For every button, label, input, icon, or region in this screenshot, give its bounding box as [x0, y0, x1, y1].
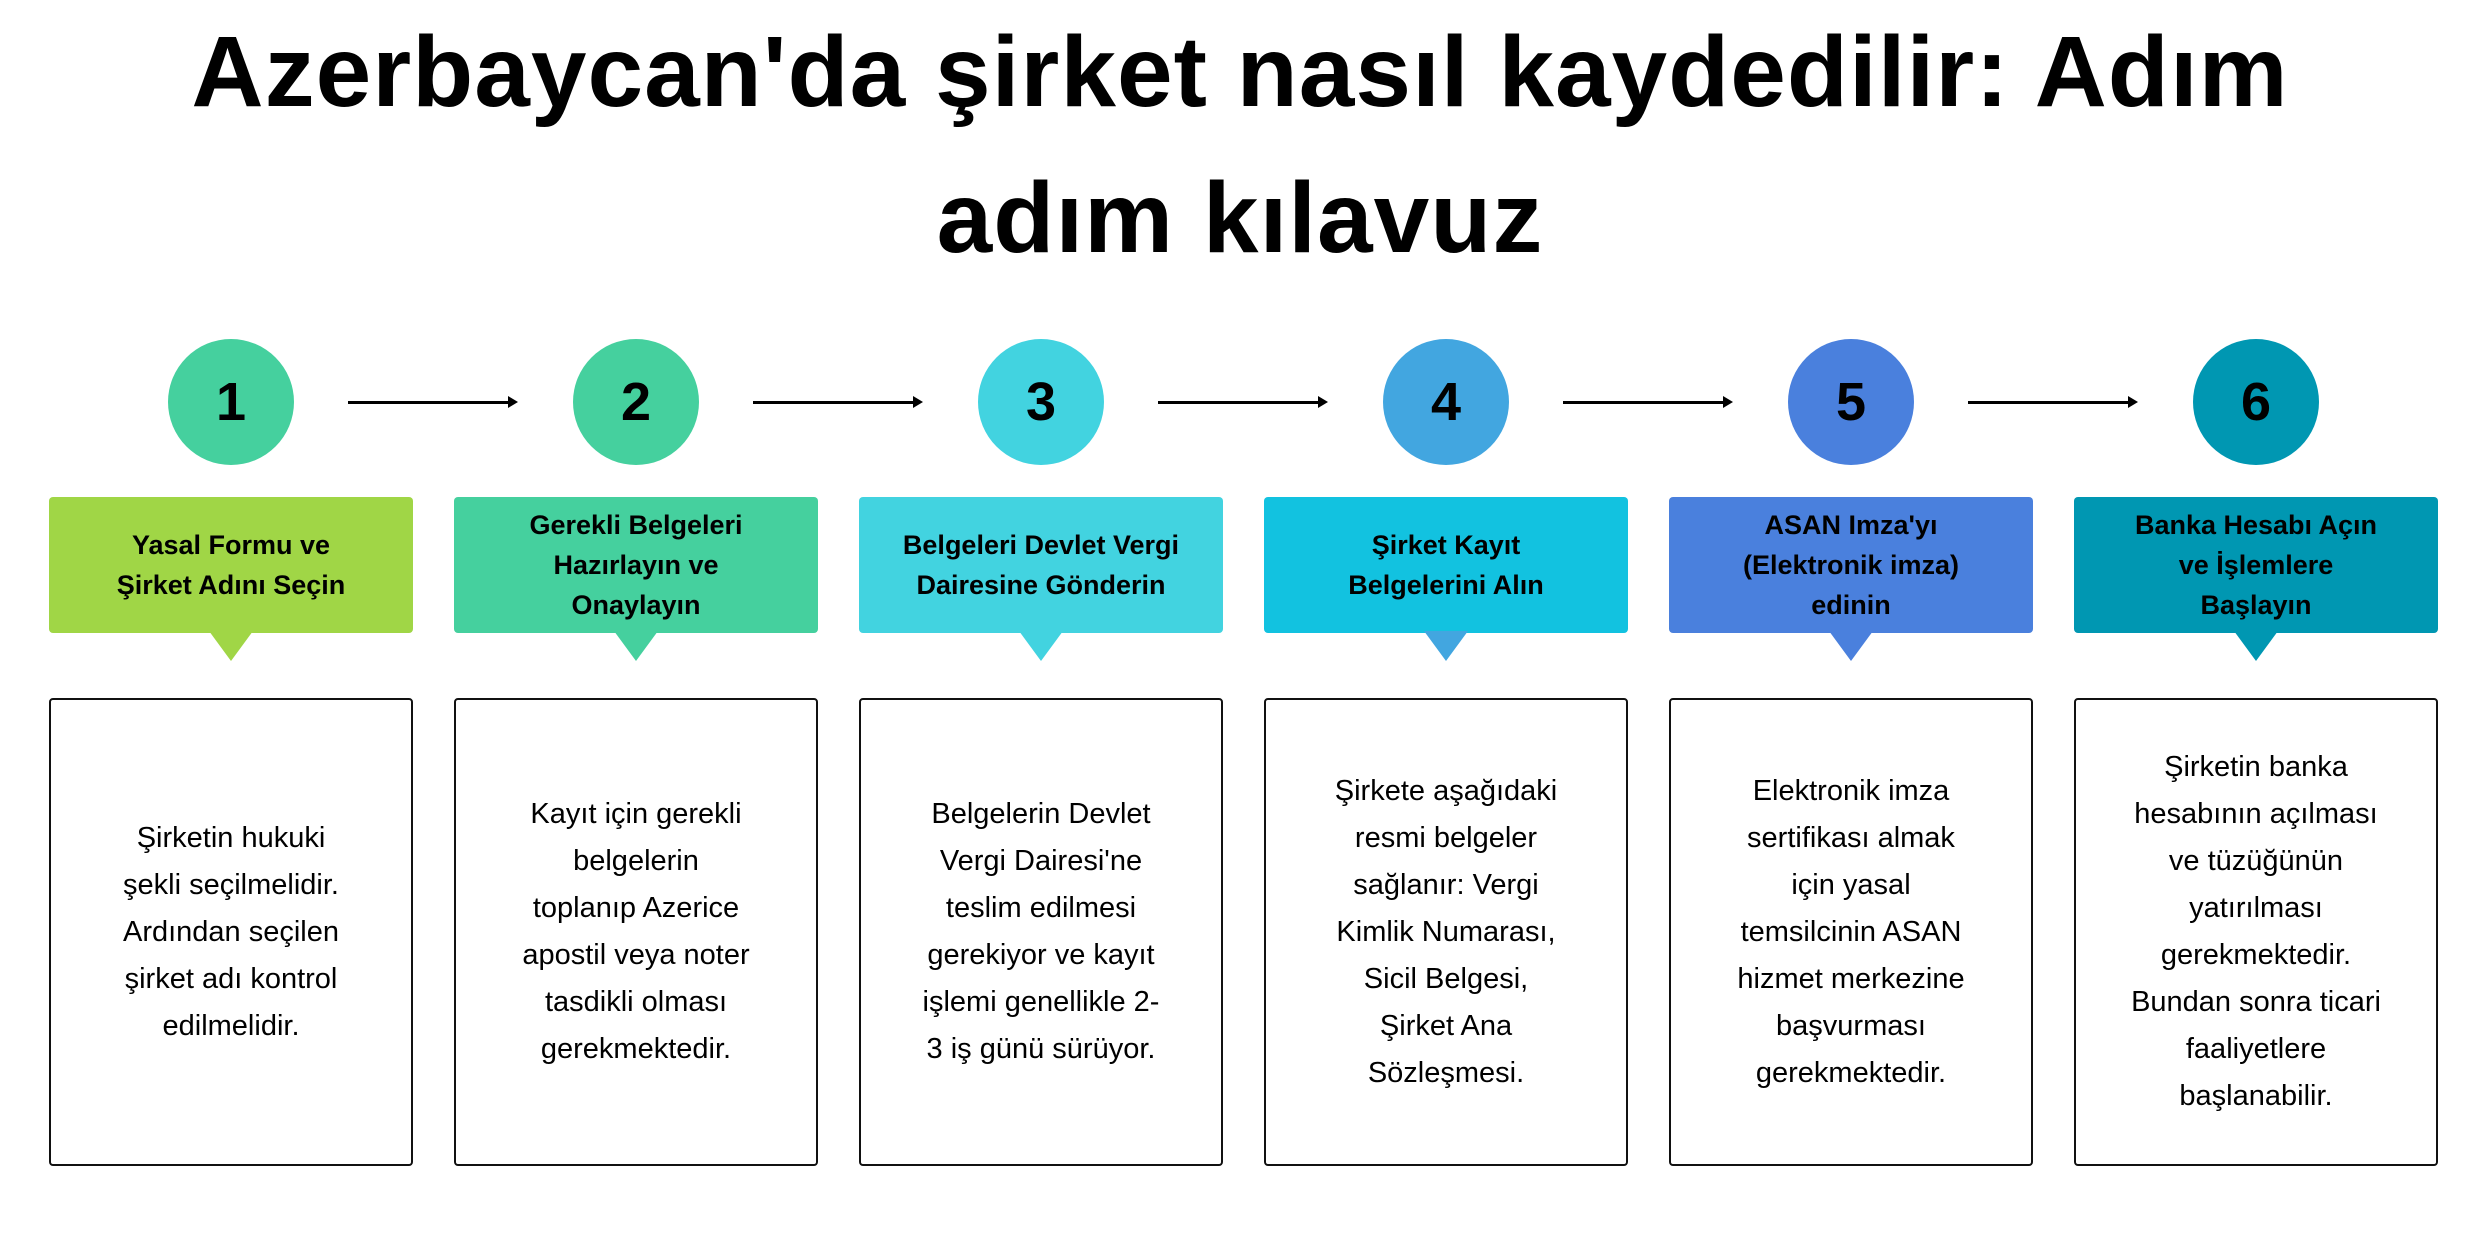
step-title-box: Belgeleri Devlet Vergi Dairesine Gönderi… [859, 497, 1223, 633]
step-number-circle: 2 [573, 339, 699, 465]
arrow-right-icon [348, 396, 518, 408]
step-number-circle: 6 [2193, 339, 2319, 465]
arrow-right-icon [753, 396, 923, 408]
step-number-circle: 4 [1383, 339, 1509, 465]
step-title-box: Banka Hesabı Açın ve İşlemlere Başlayın [2074, 497, 2438, 633]
step-description-box: Belgelerin Devlet Vergi Dairesi'ne tesli… [859, 698, 1223, 1166]
step-description-box: Elektronik imza sertifikası almak için y… [1669, 698, 2033, 1166]
callout-pointer [1829, 631, 1873, 661]
step-title-box: Gerekli Belgeleri Hazırlayın ve Onaylayı… [454, 497, 818, 633]
page-title-line-1: Azerbaycan'da şirket nasıl kaydedilir: A… [191, 16, 2289, 128]
callout-pointer [1019, 631, 1063, 661]
step-description-box: Şirkete aşağıdaki resmi belgeler sağlanı… [1264, 698, 1628, 1166]
callout-pointer [2234, 631, 2278, 661]
step-title-box: Yasal Formu ve Şirket Adını Seçin [49, 497, 413, 633]
step-description-box: Kayıt için gerekli belgelerin toplanıp A… [454, 698, 818, 1166]
arrow-right-icon [1158, 396, 1328, 408]
callout-pointer [1424, 631, 1468, 661]
callout-pointer [209, 631, 253, 661]
step-number-circle: 5 [1788, 339, 1914, 465]
step-title-box: Şirket Kayıt Belgelerini Alın [1264, 497, 1628, 633]
step-title-box: ASAN Imza'yı (Elektronik imza) edinin [1669, 497, 2033, 633]
step-description-box: Şirketin hukuki şekli seçilmelidir. Ardı… [49, 698, 413, 1166]
callout-pointer [614, 631, 658, 661]
page-title-line-2: adım kılavuz [936, 162, 1544, 274]
step-number-circle: 3 [978, 339, 1104, 465]
step-number-circle: 1 [168, 339, 294, 465]
arrow-right-icon [1563, 396, 1733, 408]
arrow-right-icon [1968, 396, 2138, 408]
step-description-box: Şirketin banka hesabının açılması ve tüz… [2074, 698, 2438, 1166]
